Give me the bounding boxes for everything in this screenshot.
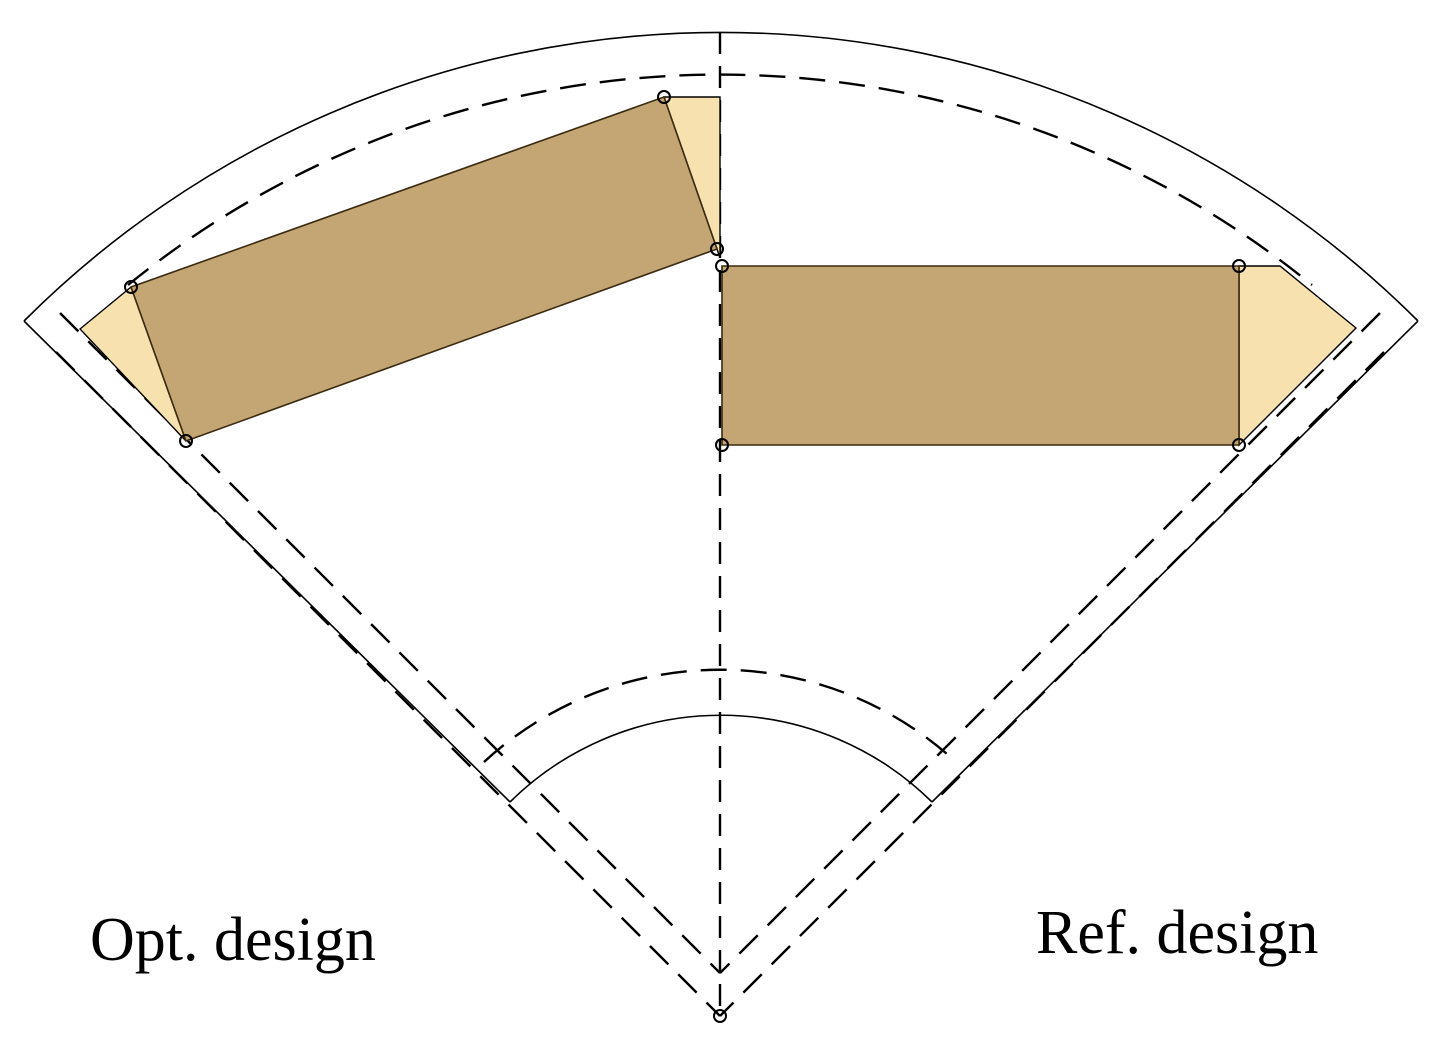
center-marker [713, 1009, 727, 1023]
opt-corner-marker [179, 434, 193, 448]
ref-magnet [721, 265, 1240, 446]
right-side-dashed-outer [719, 312, 1381, 974]
ref-corner-marker [715, 438, 729, 452]
opt-corner-marker [124, 280, 138, 294]
left-side-dashed-outer [59, 312, 721, 974]
ref-corner-marker [1232, 438, 1246, 452]
opt-corner-marker [710, 242, 724, 256]
right-side-dashed-inner [719, 351, 1385, 1017]
opt-design-label: Opt. design [90, 906, 376, 974]
inner-dashed-arc [483, 668, 957, 763]
ref-design-label: Ref. design [1036, 899, 1318, 967]
ref-corner-marker [1232, 259, 1246, 273]
opt-corner-marker [657, 90, 671, 104]
left-side-dashed-inner [55, 351, 721, 1017]
opt-magnet [129, 95, 719, 443]
ref-corner-marker [715, 259, 729, 273]
